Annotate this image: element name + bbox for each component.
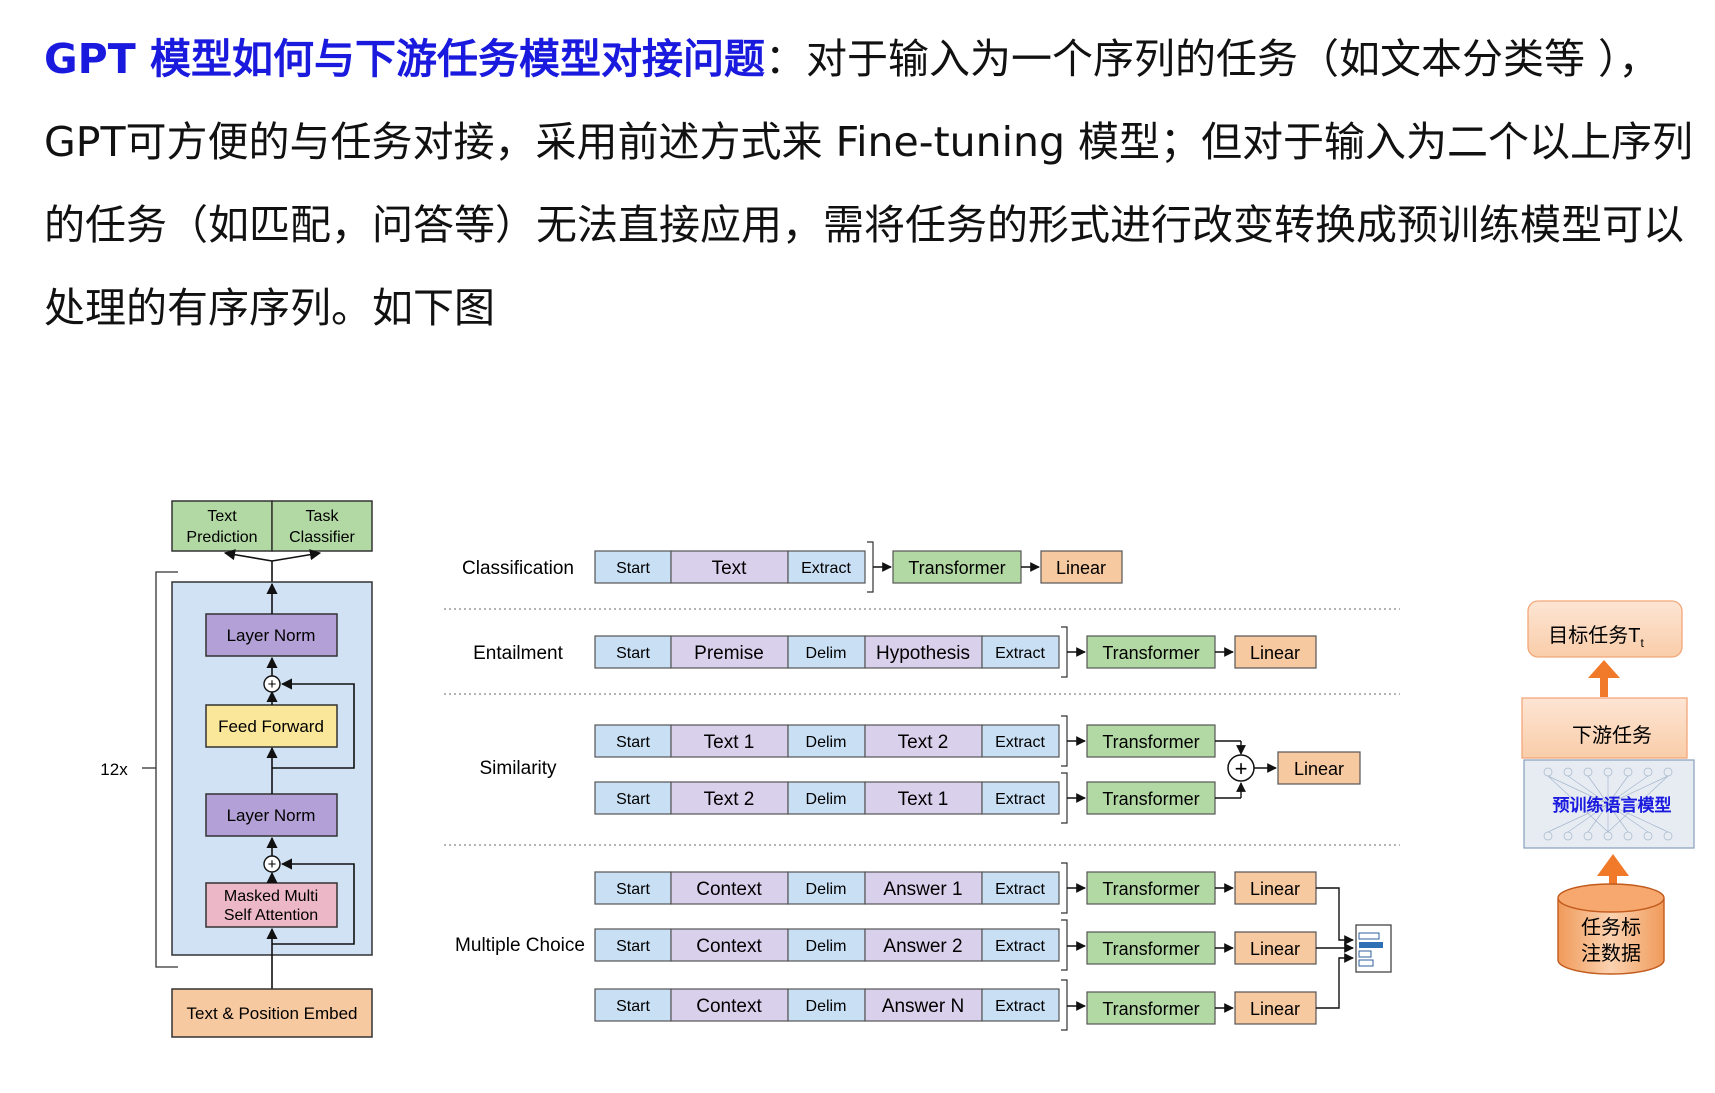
mc2-token-extract: Extract bbox=[995, 938, 1045, 955]
masked-attention-box bbox=[205, 882, 338, 928]
mc1-token-context: Context bbox=[696, 879, 762, 900]
sim2-token-extract: Extract bbox=[995, 791, 1045, 808]
sim1-token-start: Start bbox=[616, 734, 650, 751]
mc1-linear: Linear bbox=[1250, 879, 1300, 899]
mc3-token-delim: Delim bbox=[806, 998, 847, 1015]
text-prediction-label-2: Prediction bbox=[186, 529, 257, 546]
cls-token-extract: Extract bbox=[801, 560, 851, 577]
downstream-task-box bbox=[1521, 697, 1688, 759]
gpt-architecture: Text Prediction Task Classifier 12x Laye… bbox=[100, 500, 373, 1038]
mc3-token-answer: Answer N bbox=[882, 996, 964, 1017]
ent-token-extract: Extract bbox=[995, 645, 1045, 662]
mc3-token-context: Context bbox=[696, 996, 762, 1017]
mc1-transformer: Transformer bbox=[1102, 879, 1199, 899]
arrow-to-task-classifier bbox=[271, 549, 322, 562]
ent-token-start: Start bbox=[616, 645, 650, 662]
mc1-token-extract: Extract bbox=[995, 881, 1045, 898]
arrow-up-icon bbox=[1597, 854, 1629, 904]
pretrained-model-box bbox=[1523, 759, 1695, 849]
cls-token-start: Start bbox=[616, 560, 650, 577]
mc2-transformer: Transformer bbox=[1102, 939, 1199, 959]
mc3-linear: Linear bbox=[1250, 999, 1300, 1019]
entailment-label: Entailment bbox=[473, 643, 563, 664]
sim2-transformer: Transformer bbox=[1102, 789, 1199, 809]
mc3-token-start: Start bbox=[616, 998, 650, 1015]
downstream-task-label: 下游任务 bbox=[1572, 724, 1652, 747]
task-formats: Classification Start Text Extract Transf… bbox=[444, 541, 1400, 1031]
sim1-transformer: Transformer bbox=[1102, 732, 1199, 752]
layer-norm-top-label: Layer Norm bbox=[227, 626, 316, 645]
arrow-up-icon bbox=[1588, 660, 1620, 697]
mc3-transformer: Transformer bbox=[1102, 999, 1199, 1019]
svg-text:+: + bbox=[268, 856, 277, 873]
intro-paragraph: GPT 模型如何与下游任务模型对接问题：对于输入为一个序列的任务（如文本分类等 … bbox=[44, 18, 1694, 350]
mc3-token-extract: Extract bbox=[995, 998, 1045, 1015]
sim-linear: Linear bbox=[1294, 759, 1344, 779]
residual-skip-top bbox=[272, 678, 355, 769]
mc1-token-start: Start bbox=[616, 881, 650, 898]
mc2-token-answer: Answer 2 bbox=[883, 936, 962, 957]
svg-text:+: + bbox=[268, 676, 277, 693]
mc2-token-context: Context bbox=[696, 936, 762, 957]
classification-label: Classification bbox=[462, 558, 574, 579]
feed-forward-label: Feed Forward bbox=[218, 717, 324, 736]
layer-norm-bottom-label: Layer Norm bbox=[227, 806, 316, 825]
ent-token-premise: Premise bbox=[694, 643, 764, 664]
layer-norm-bottom bbox=[205, 793, 338, 837]
ent-linear: Linear bbox=[1250, 643, 1300, 663]
sim2-token-text2: Text 2 bbox=[704, 789, 755, 810]
sim1-token-text1: Text 1 bbox=[704, 732, 755, 753]
task-data-label-2: 注数据 bbox=[1581, 942, 1641, 965]
database-icon bbox=[1557, 883, 1665, 975]
mc2-token-start: Start bbox=[616, 938, 650, 955]
sim2-token-start: Start bbox=[616, 791, 650, 808]
ent-token-delim: Delim bbox=[806, 645, 847, 662]
sim1-token-delim: Delim bbox=[806, 734, 847, 751]
masked-attention-label-1: Masked Multi bbox=[224, 888, 318, 905]
mc1-token-delim: Delim bbox=[806, 881, 847, 898]
cls-token-text: Text bbox=[712, 558, 748, 579]
sim1-token-text2: Text 2 bbox=[898, 732, 949, 753]
mc2-linear: Linear bbox=[1250, 939, 1300, 959]
target-task-label: 目标任务Tt bbox=[1548, 624, 1644, 650]
repeat-bracket bbox=[155, 571, 178, 968]
pretrained-model-label: 预训练语言模型 bbox=[1553, 795, 1672, 815]
text-position-embed-box bbox=[171, 988, 373, 1038]
mc1-token-answer: Answer 1 bbox=[883, 879, 962, 900]
masked-attention-label-2: Self Attention bbox=[224, 907, 318, 924]
text-prediction-label-1: Text bbox=[207, 508, 237, 525]
task-classifier-label-1: Task bbox=[306, 508, 340, 525]
arrow-to-text-prediction bbox=[223, 549, 273, 562]
similarity-label: Similarity bbox=[479, 758, 557, 779]
target-task-box bbox=[1527, 600, 1683, 658]
neural-network-icon bbox=[1543, 767, 1673, 841]
ent-transformer: Transformer bbox=[1102, 643, 1199, 663]
text-prediction-box bbox=[171, 500, 273, 552]
cls-linear: Linear bbox=[1056, 558, 1106, 578]
task-data-label-1: 任务标 bbox=[1581, 916, 1641, 939]
intro-body: ：对于输入为一个序列的任务（如文本分类等 ），GPT可方便的与任务对接，采用前述… bbox=[44, 35, 1694, 332]
sim2-token-text1: Text 1 bbox=[898, 789, 949, 810]
multiple-choice-label: Multiple Choice bbox=[455, 935, 585, 956]
feed-forward-box bbox=[205, 704, 338, 748]
task-classifier-label-2: Classifier bbox=[289, 529, 355, 546]
svg-text:+: + bbox=[1235, 756, 1248, 781]
sim1-token-extract: Extract bbox=[995, 734, 1045, 751]
intro-highlight: GPT 模型如何与下游任务模型对接问题 bbox=[44, 35, 765, 83]
repeat-label: 12x bbox=[100, 760, 128, 779]
sim2-token-delim: Delim bbox=[806, 791, 847, 808]
task-classifier-box bbox=[271, 500, 373, 552]
residual-skip-bottom bbox=[272, 858, 355, 945]
transfer-pipeline: 目标任务Tt 下游任务 预训练语言模型 任务标 注数据 bbox=[1521, 600, 1695, 975]
mc2-token-delim: Delim bbox=[806, 938, 847, 955]
text-position-embed-label: Text & Position Embed bbox=[186, 1004, 357, 1023]
cls-transformer: Transformer bbox=[908, 558, 1005, 578]
ent-token-hypothesis: Hypothesis bbox=[876, 643, 970, 664]
